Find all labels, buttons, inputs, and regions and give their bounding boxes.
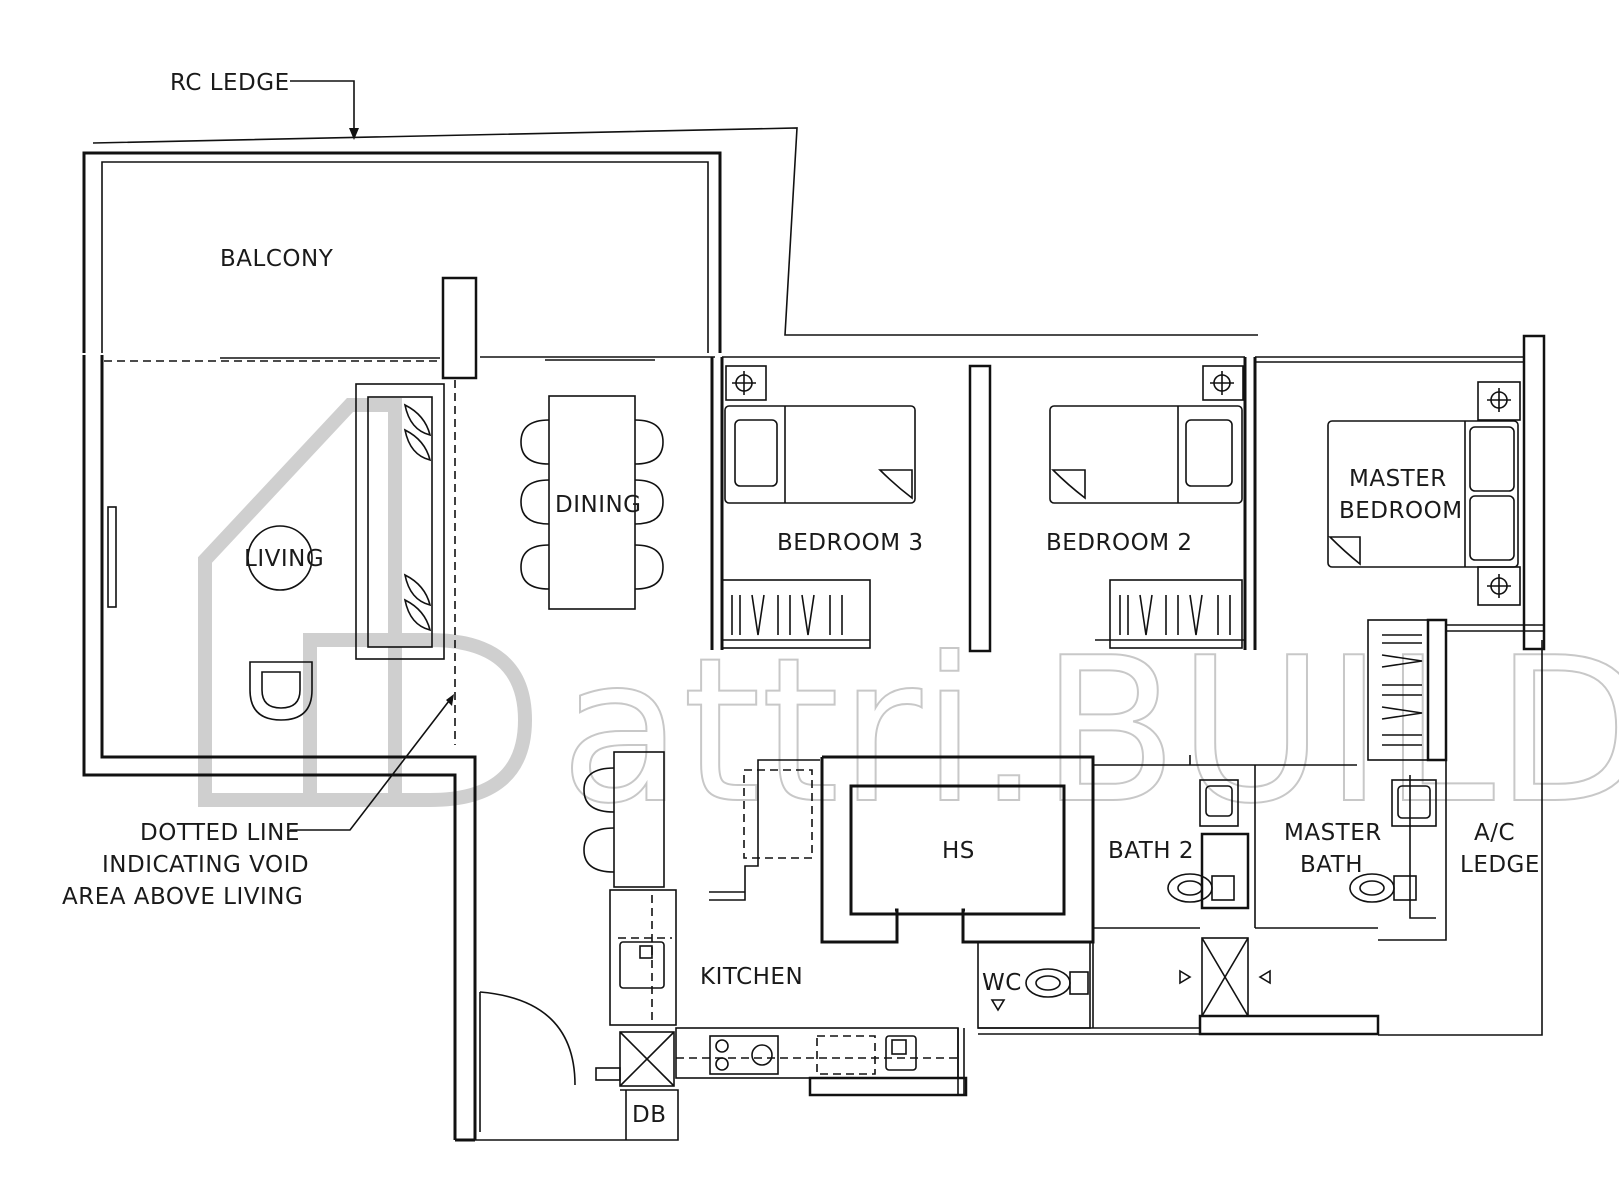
master-bath-label-line2: BATH: [1300, 852, 1363, 878]
bedroom-2-label: BEDROOM 2: [1046, 530, 1193, 556]
master-bedroom: MASTER BEDROOM: [1327, 334, 1546, 651]
void-note: DOTTED LINE INDICATING VOID AREA ABOVE L…: [62, 694, 454, 910]
void-note-line3: AREA ABOVE LIVING: [62, 884, 303, 910]
breakfast-bar: [583, 751, 665, 888]
bedroom-3-label: BEDROOM 3: [777, 530, 924, 556]
kitchen: KITCHEN: [609, 889, 968, 1097]
master-bedroom-label-line1: MASTER: [1349, 466, 1447, 492]
household-shelter: HS: [820, 755, 1095, 944]
bedroom-2: BEDROOM 2: [1046, 365, 1245, 649]
balcony-label: BALCONY: [220, 246, 334, 272]
dining-label: DINING: [555, 492, 642, 518]
ac-ledge: A/C LEDGE: [1378, 640, 1543, 1036]
void-note-line2: INDICATING VOID: [102, 852, 309, 878]
shaft: [1179, 937, 1380, 1036]
watermark-house-logo: [198, 398, 533, 807]
watermark-text: attri.BUILD: [560, 615, 1619, 848]
bedroom-walls: [710, 356, 1530, 650]
bath-2: BATH 2: [1093, 755, 1256, 929]
dining-area: DINING: [520, 395, 664, 610]
kitchen-appliance: [709, 759, 820, 901]
db-label: DB: [632, 1102, 667, 1128]
ac-ledge-label-line1: A/C: [1474, 820, 1515, 846]
entrance: DB: [475, 991, 679, 1141]
balcony: BALCONY: [82, 151, 722, 353]
column: [441, 276, 478, 380]
wc: WC: [977, 941, 1200, 1035]
master-bedroom-label-line2: BEDROOM: [1339, 498, 1463, 524]
rc-ledge: RC LEDGE: [92, 70, 1258, 336]
column: [1522, 334, 1546, 651]
living-room: LIVING: [82, 355, 477, 1142]
kitchen-label: KITCHEN: [700, 964, 803, 990]
master-wardrobe: [1367, 618, 1545, 762]
living-label: LIVING: [244, 546, 324, 572]
balcony-sliding-door: [104, 356, 715, 362]
bedroom-3: BEDROOM 3: [721, 365, 924, 649]
ac-ledge-label-line2: LEDGE: [1460, 852, 1540, 878]
rc-ledge-label: RC LEDGE: [170, 70, 290, 96]
wc-label: WC: [982, 970, 1022, 996]
master-bath-label-line1: MASTER: [1284, 820, 1382, 846]
hs-label: HS: [942, 838, 975, 864]
master-bath: MASTER BATH: [1255, 764, 1437, 929]
partition-wall: [968, 364, 992, 653]
void-note-line1: DOTTED LINE: [140, 820, 300, 846]
bath-2-label: BATH 2: [1108, 838, 1194, 864]
